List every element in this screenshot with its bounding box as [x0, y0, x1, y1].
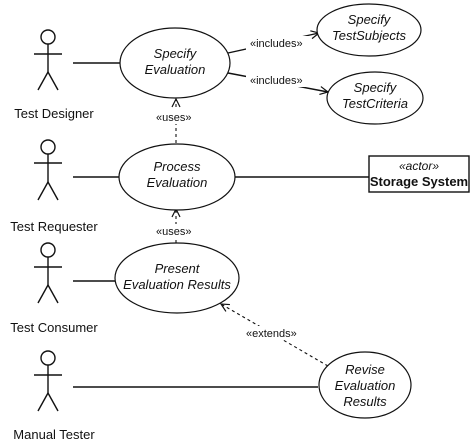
use-case-text: Present	[155, 261, 201, 276]
actor-head	[40, 29, 56, 45]
use-case-text: TestSubjects	[332, 28, 406, 43]
use-case-text: Evaluation	[335, 378, 396, 393]
use-case-text: TestCriteria	[342, 96, 408, 111]
actor-test-requester: Test Requester	[10, 139, 98, 234]
actor-label: Test Consumer	[10, 320, 98, 335]
actor-head	[40, 242, 56, 258]
includes-label-bg-criteria	[246, 73, 310, 87]
use-case-text: Specify	[154, 46, 198, 61]
actor-label: Manual Tester	[13, 427, 95, 439]
use-case-present-evaluation-results: Present Evaluation Results	[114, 242, 240, 314]
storage-system-stereotype: «actor»	[399, 159, 439, 173]
use-case-text: Evaluation Results	[123, 277, 231, 292]
use-case-text: Results	[343, 394, 387, 409]
includes-label-criteria: «includes»	[250, 75, 303, 87]
storage-system-box: «actor» Storage System	[368, 155, 470, 193]
use-case-text: Revise	[345, 362, 385, 377]
use-case-specify-test-criteria: Specify TestCriteria	[326, 71, 424, 125]
use-case-specify-test-subjects: Specify TestSubjects	[316, 3, 422, 57]
uses-label-bottom: «uses»	[156, 226, 191, 238]
actor-test-consumer: Test Consumer	[10, 242, 98, 335]
actor-test-designer: Test Designer	[14, 29, 94, 121]
storage-system-name: Storage System	[370, 174, 468, 189]
actor-head	[40, 350, 56, 366]
uses-label-bg-top	[153, 110, 199, 124]
includes-label-bg-subjects	[246, 36, 310, 50]
use-case-process-evaluation: Process Evaluation	[118, 143, 236, 211]
use-case-text: Process	[154, 159, 201, 174]
actor-label: Test Requester	[10, 219, 98, 234]
actor-manual-tester: Manual Tester	[13, 350, 95, 439]
use-case-text: Specify	[348, 12, 392, 27]
extends-label: «extends»	[246, 328, 297, 340]
uses-label-bg-bottom	[153, 224, 199, 238]
actor-label: Test Designer	[14, 106, 94, 121]
use-case-specify-evaluation: Specify Evaluation	[119, 27, 231, 99]
includes-label-subjects: «includes»	[250, 38, 303, 50]
use-case-text: Specify	[354, 80, 398, 95]
uses-label-top: «uses»	[156, 112, 191, 124]
extends-label-bg	[243, 326, 305, 340]
use-case-revise-evaluation-results: Revise Evaluation Results	[318, 351, 412, 419]
use-case-text: Evaluation	[147, 175, 208, 190]
actor-head	[40, 139, 56, 155]
use-case-text: Evaluation	[145, 62, 206, 77]
